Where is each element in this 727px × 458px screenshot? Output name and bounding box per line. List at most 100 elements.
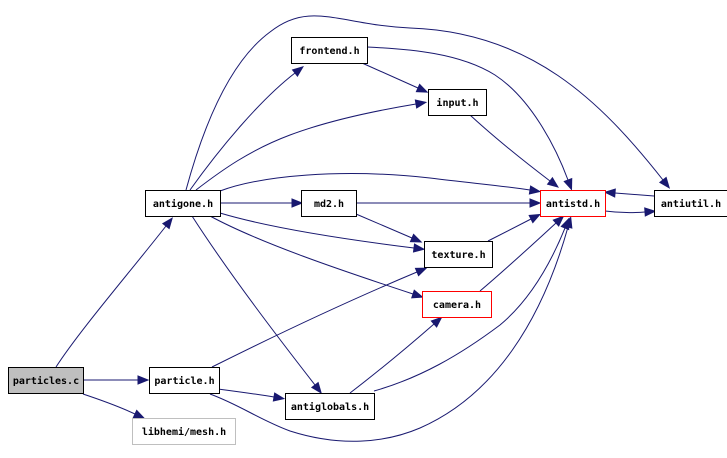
edge-arrowhead bbox=[132, 409, 146, 419]
edge-line bbox=[373, 227, 566, 392]
edge-line bbox=[355, 213, 413, 239]
node-box bbox=[145, 190, 221, 217]
edge-line bbox=[219, 173, 531, 192]
node-camera-h[interactable]: camera.h bbox=[422, 291, 492, 318]
edge-md2-h-to-texture-h bbox=[355, 213, 423, 243]
edge-arrowhead bbox=[658, 176, 671, 189]
edge-input-h-to-antistd-h bbox=[469, 114, 560, 188]
edge-camera-h-to-antistd-h bbox=[479, 215, 565, 292]
node-box bbox=[301, 190, 357, 217]
node-particle-h[interactable]: particle.h bbox=[149, 367, 220, 394]
node-libhemi-mesh-h: libhemi/mesh.h bbox=[132, 418, 236, 445]
edges-layer bbox=[55, 15, 671, 442]
edge-antiutil-h-to-antistd-h bbox=[603, 188, 655, 198]
edge-particles-c-to-libhemi-mesh-h bbox=[82, 393, 146, 419]
edge-line bbox=[479, 222, 557, 292]
edge-antiglobals-h-to-camera-h bbox=[349, 316, 443, 394]
edge-line bbox=[189, 72, 296, 191]
edge-arrowhead bbox=[291, 66, 304, 78]
edge-line bbox=[209, 226, 569, 442]
edge-particle-h-to-antistd-h bbox=[209, 216, 573, 442]
edge-line bbox=[614, 192, 655, 197]
node-box bbox=[422, 291, 492, 318]
edge-arrowhead bbox=[409, 233, 423, 243]
node-label: particles.c bbox=[13, 375, 79, 387]
node-antiutil-h[interactable]: antiutil.h bbox=[654, 190, 727, 217]
edge-antigone-h-to-md2-h bbox=[220, 198, 304, 208]
edge-frontend-h-to-input-h bbox=[361, 62, 429, 93]
edge-arrowhead bbox=[272, 392, 286, 402]
edge-line bbox=[604, 210, 646, 214]
edge-antigone-h-to-camera-h bbox=[209, 215, 424, 299]
edge-arrowhead bbox=[528, 213, 542, 224]
edge-arrowhead bbox=[414, 267, 428, 277]
node-label: md2.h bbox=[314, 199, 344, 210]
edge-arrowhead bbox=[291, 198, 304, 208]
edge-arrowhead bbox=[430, 316, 443, 328]
node-frontend-h[interactable]: frontend.h bbox=[291, 37, 368, 64]
edge-line bbox=[185, 15, 664, 191]
node-box bbox=[132, 418, 236, 445]
node-antiglobals-h[interactable]: antiglobals.h bbox=[285, 393, 375, 420]
node-box bbox=[428, 89, 487, 116]
node-md2-h[interactable]: md2.h bbox=[301, 190, 357, 217]
edge-line bbox=[361, 62, 419, 89]
edge-md2-h-to-antistd-h bbox=[356, 198, 542, 208]
node-texture-h[interactable]: texture.h bbox=[424, 241, 493, 268]
node-label: frontend.h bbox=[299, 46, 359, 57]
node-label: antiutil.h bbox=[661, 198, 721, 210]
edge-arrowhead bbox=[414, 99, 428, 109]
edge-line bbox=[191, 215, 316, 386]
edge-arrowhead bbox=[546, 176, 560, 188]
node-box bbox=[654, 190, 727, 217]
edge-arrowhead bbox=[560, 217, 570, 231]
edge-particles-c-to-antigone-h bbox=[55, 217, 174, 368]
edge-arrowhead bbox=[310, 381, 322, 394]
edge-line bbox=[55, 225, 167, 368]
edge-arrowhead bbox=[137, 375, 150, 385]
edge-antistd-h-to-antiutil-h bbox=[604, 207, 657, 217]
edge-line bbox=[195, 103, 417, 191]
node-antigone-h[interactable]: antigone.h bbox=[145, 190, 221, 217]
edge-line bbox=[219, 212, 415, 249]
edge-arrowhead bbox=[412, 243, 426, 253]
node-label: antigone.h bbox=[153, 198, 213, 210]
node-label: particle.h bbox=[154, 375, 214, 387]
node-box bbox=[291, 37, 368, 64]
node-label: texture.h bbox=[431, 250, 485, 261]
edge-frontend-h-to-antistd-h bbox=[366, 46, 573, 191]
edge-line bbox=[366, 46, 569, 181]
edge-arrowhead bbox=[644, 207, 657, 217]
edge-arrowhead bbox=[161, 217, 174, 230]
edge-line bbox=[349, 323, 435, 394]
edge-arrowhead bbox=[528, 185, 542, 195]
edge-antigone-h-to-texture-h bbox=[219, 212, 426, 253]
node-box bbox=[424, 241, 493, 268]
edge-line bbox=[469, 114, 551, 182]
edge-arrowhead bbox=[529, 198, 542, 208]
edge-line bbox=[209, 215, 414, 295]
edge-particle-h-to-texture-h bbox=[211, 267, 428, 368]
node-label: libhemi/mesh.h bbox=[142, 426, 226, 438]
edge-line bbox=[82, 393, 136, 415]
nodes-layer: particles.c antigone.h frontend.h input.h md… bbox=[8, 37, 727, 445]
node-label: camera.h bbox=[433, 300, 481, 311]
edge-line bbox=[211, 271, 418, 368]
edge-particles-c-to-particle-h bbox=[83, 375, 150, 385]
edge-arrowhead bbox=[415, 83, 429, 93]
node-label: antiglobals.h bbox=[291, 401, 369, 413]
edge-antigone-h-to-input-h bbox=[195, 99, 428, 191]
edge-arrowhead bbox=[603, 188, 616, 198]
node-antistd-h[interactable]: antistd.h bbox=[540, 190, 606, 217]
node-label: input.h bbox=[436, 97, 478, 109]
edge-line bbox=[487, 218, 532, 242]
node-label: antistd.h bbox=[546, 198, 600, 210]
edge-antigone-h-to-frontend-h bbox=[189, 66, 304, 191]
node-particles-c[interactable]: particles.c bbox=[8, 367, 84, 394]
node-input-h[interactable]: input.h bbox=[428, 89, 487, 116]
edge-texture-h-to-antistd-h bbox=[487, 213, 542, 242]
node-box bbox=[8, 367, 84, 394]
edge-antigone-h-to-antistd-h bbox=[219, 173, 542, 195]
edge-antigone-h-to-antiglobals-h bbox=[191, 215, 322, 394]
node-box bbox=[540, 190, 606, 217]
